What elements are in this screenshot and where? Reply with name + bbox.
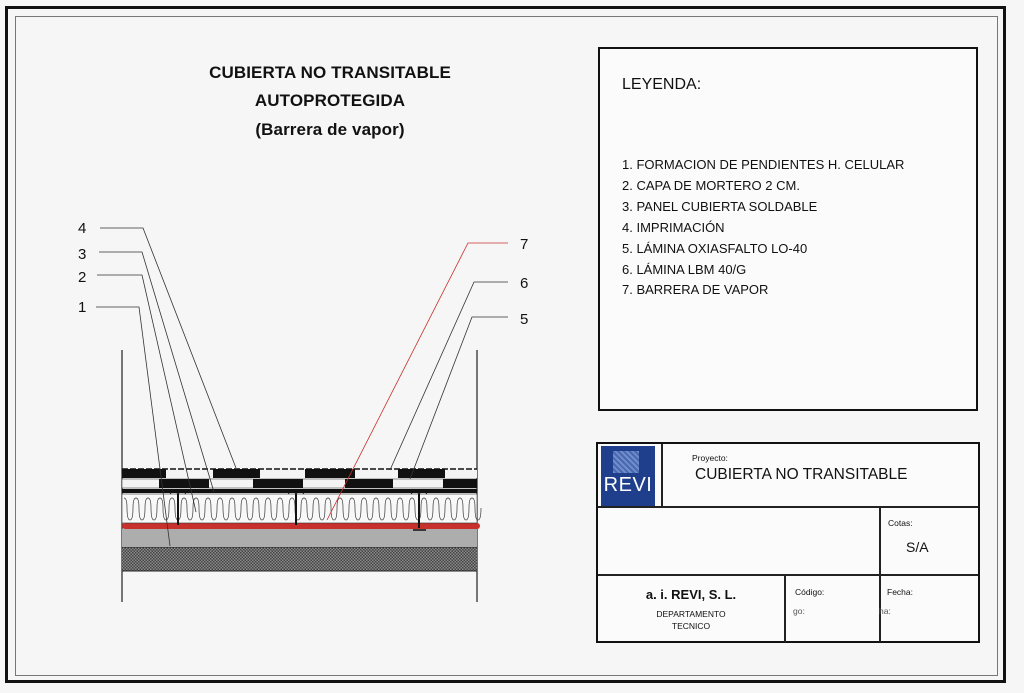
vapor-barrier-layer <box>122 523 480 529</box>
codigo-label: Código: <box>795 587 825 597</box>
legend-panel: LEYENDA: 1. FORMACION DE PENDIENTES H. C… <box>598 47 978 411</box>
insulation-wave <box>123 497 482 521</box>
fecha-label: Fecha: <box>887 587 913 597</box>
logo-text: REVI <box>603 474 653 496</box>
mortar-layer <box>122 529 477 547</box>
cotas-value: S/A <box>906 539 929 555</box>
callout-2: 2 <box>78 269 87 286</box>
project-label: Proyecto: <box>692 453 728 463</box>
legend-item: 5. LÁMINA OXIASFALTO LO-40 <box>622 240 808 256</box>
legend-item: 4. IMPRIMACIÓN <box>622 219 725 235</box>
drawing-title-line-3: (Barrera de vapor) <box>255 120 405 139</box>
codigo-fragment: go: <box>793 606 805 616</box>
revi-logo: REVI <box>601 446 655 506</box>
legend-item: 6. LÁMINA LBM 40/G <box>622 261 747 277</box>
legend-title: LEYENDA: <box>622 76 702 93</box>
slab-hatch-layer <box>122 547 477 571</box>
fecha-fragment: ha: <box>879 606 891 616</box>
company-name: a. i. REVI, S. L. <box>645 587 737 602</box>
legend-item: 1. FORMACION DE PENDIENTES H. CELULAR <box>622 157 905 172</box>
legend-item: 3. PANEL CUBIERTA SOLDABLE <box>622 198 818 214</box>
callout-5: 5 <box>520 311 529 328</box>
department-line-2: TECNICO <box>671 621 711 631</box>
logo-pattern-icon <box>613 451 639 473</box>
leader-lines-right <box>389 281 508 480</box>
callout-3: 3 <box>78 246 87 263</box>
callout-7: 7 <box>520 236 529 253</box>
primer-layer <box>122 489 477 493</box>
leader-lines-left <box>96 227 237 547</box>
sheet-inner-border <box>15 16 998 676</box>
callout-4: 4 <box>78 220 87 237</box>
mechanical-fixings <box>177 494 426 531</box>
sheet-outer-border <box>5 6 1006 683</box>
callout-6: 6 <box>520 275 529 292</box>
legend-item: 2. CAPA DE MORTERO 2 CM. <box>622 177 800 193</box>
drawing-title-line-1: CUBIERTA NO TRANSITABLE <box>209 63 451 82</box>
legend-list: 1. FORMACION DE PENDIENTES H. CELULAR 2.… <box>622 155 904 301</box>
department-line-1: DEPARTAMENTO <box>656 609 726 619</box>
title-block: REVI Proyecto: CUBIERTA NO TRANSITABLE C… <box>596 442 980 643</box>
roof-section-drawing <box>96 227 508 602</box>
project-name: CUBIERTA NO TRANSITABLE <box>695 466 908 483</box>
lbm-sheet-layer <box>122 469 477 478</box>
leader-line-7 <box>326 242 508 521</box>
cotas-label: Cotas: <box>888 518 913 528</box>
legend-item: 7. BARRERA DE VAPOR <box>622 282 769 298</box>
drawing-title-line-2: AUTOPROTEGIDA <box>254 91 406 110</box>
callout-1: 1 <box>78 299 87 316</box>
